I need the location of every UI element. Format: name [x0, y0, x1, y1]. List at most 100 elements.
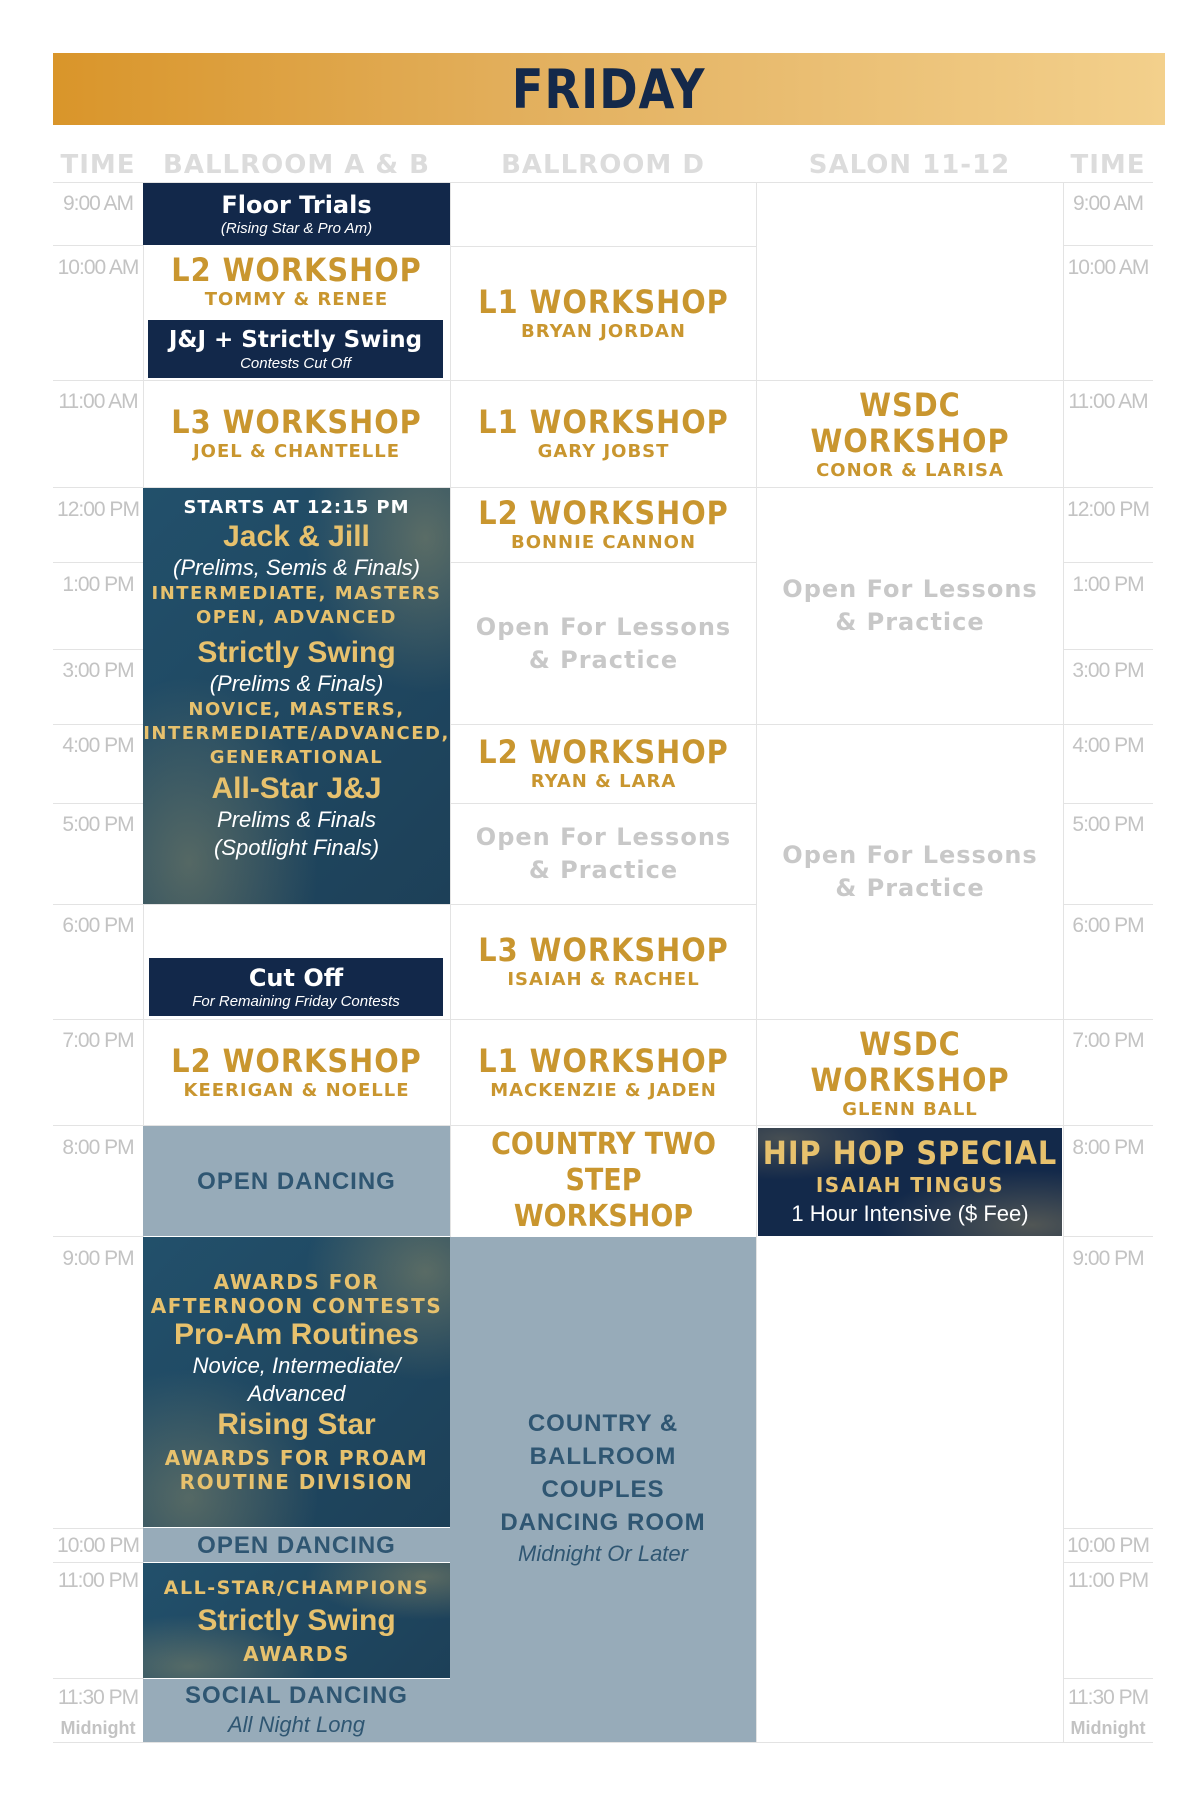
awards-proam-title: Pro-Am Routines — [173, 1318, 419, 1351]
grid-line — [53, 1678, 143, 1679]
time-label: 4:00 PM — [62, 734, 134, 757]
grid-line — [53, 724, 143, 725]
event-country-two-step[interactable]: COUNTRY TWO STEP WORKSHOP — [451, 1126, 756, 1236]
grid-line — [450, 246, 756, 247]
event-open-lessons-d2[interactable]: Open For Lessons & Practice — [451, 804, 756, 904]
event-title: L1 WORKSHOP — [478, 1041, 729, 1080]
event-l2-workshop-keerigan[interactable]: L2 WORKSHOP KEERIGAN & NOELLE — [143, 1020, 450, 1125]
grid-line — [53, 487, 1153, 488]
event-subtitle: Midnight Or Later — [518, 1541, 688, 1566]
time-label: 9:00 PM — [1072, 1247, 1144, 1270]
event-title: L3 WORKSHOP — [478, 931, 729, 969]
time-label: Midnight — [60, 1718, 136, 1738]
time-label: 6:00 PM — [62, 914, 134, 937]
event-wsdc-workshop-glenn[interactable]: WSDC WORKSHOP GLENN BALL — [757, 1020, 1063, 1125]
grid-line — [53, 380, 1153, 381]
grid-line — [53, 245, 143, 246]
event-open-lessons-d1[interactable]: Open For Lessons & Practice — [451, 563, 756, 724]
event-subtitle: For Remaining Friday Contests — [192, 992, 400, 1010]
event-title: BALLROOM — [529, 1443, 677, 1470]
event-open-lessons-s1[interactable]: Open For Lessons & Practice — [757, 488, 1063, 724]
event-subtitle: All Night Long — [228, 1711, 365, 1737]
grid-line — [53, 1125, 1153, 1126]
event-title: Floor Trials — [221, 190, 372, 219]
time-label: 10:00 AM — [57, 256, 140, 279]
time-label: 9:00 AM — [1072, 192, 1144, 215]
grid-line — [53, 1562, 143, 1563]
contest-jj-title: Jack & Jill — [223, 520, 370, 553]
event-title: L1 WORKSHOP — [478, 282, 729, 321]
grid-line — [1063, 803, 1153, 804]
event-l2-workshop-bonnie[interactable]: L2 WORKSHOP BONNIE CANNON — [451, 488, 756, 562]
time-label: 6:00 PM — [1072, 914, 1144, 937]
event-subtitle: (Rising Star & Pro Am) — [220, 219, 373, 237]
event-jj-cutoff[interactable]: J&J + Strictly Swing Contests Cut Off — [148, 320, 443, 378]
event-title: WSDC WORKSHOP — [810, 386, 1010, 460]
day-title: FRIDAY — [512, 57, 706, 121]
event-l2-workshop-tommy[interactable]: L2 WORKSHOP TOMMY & RENEE — [143, 246, 450, 318]
grid-line — [1063, 1236, 1153, 1237]
awards-rising-star-title: Rising Star — [217, 1408, 376, 1441]
time-label: 12:00 PM — [57, 498, 140, 521]
grid-line — [1063, 649, 1153, 650]
event-wsdc-workshop-conor[interactable]: WSDC WORKSHOP CONOR & LARISA — [757, 381, 1063, 487]
awards-rising-star-note: AWARDS FOR PROAM — [164, 1446, 429, 1470]
event-title: J&J + Strictly Swing — [168, 326, 423, 353]
time-label: 11:00 AM — [1068, 390, 1148, 413]
event-floor-trials[interactable]: Floor Trials (Rising Star & Pro Am) — [143, 183, 450, 245]
event-cutoff[interactable]: Cut Off For Remaining Friday Contests — [149, 958, 443, 1016]
event-hip-hop-special[interactable]: HIP HOP SPECIAL ISAIAH TINGUS 1 Hour Int… — [758, 1128, 1062, 1236]
event-l1-workshop-gary[interactable]: L1 WORKSHOP GARY JOBST — [451, 381, 756, 487]
event-title: SOCIAL DANCING — [185, 1681, 408, 1709]
event-instructor: GARY JOBST — [537, 441, 670, 462]
event-open-lessons-s2[interactable]: Open For Lessons & Practice — [757, 725, 1063, 1019]
open-lessons-text: Open For Lessons — [475, 612, 732, 641]
time-label: 1:00 PM — [62, 573, 134, 596]
event-subtitle: 1 Hour Intensive ($ Fee) — [791, 1201, 1029, 1226]
awards-heading: AFTERNOON CONTESTS — [150, 1294, 443, 1318]
event-title: WORKSHOP — [513, 1199, 694, 1234]
event-open-dancing[interactable]: OPEN DANCING — [143, 1126, 450, 1236]
contest-ss-divisions: NOVICE, MASTERS, — [188, 699, 405, 720]
event-instructor: JOEL & CHANTELLE — [192, 441, 401, 462]
time-label: 10:00 PM — [57, 1534, 140, 1557]
contest-jj-divisions: INTERMEDIATE, MASTERS — [151, 583, 442, 604]
grid-line — [53, 182, 1153, 183]
grid-line — [450, 182, 451, 1742]
grid-line — [53, 1528, 143, 1529]
event-l1-workshop-mackenzie[interactable]: L1 WORKSHOP MACKENZIE & JADEN — [451, 1020, 756, 1125]
grid-line — [53, 1742, 1153, 1743]
event-l1-workshop-bryan[interactable]: L1 WORKSHOP BRYAN JORDAN — [451, 247, 756, 380]
grid-line — [1063, 562, 1153, 563]
header-time-left: TIME — [60, 150, 136, 180]
event-contests-block[interactable]: STARTS AT 12:15 PM Jack & Jill (Prelims,… — [143, 488, 450, 904]
event-instructor: BRYAN JORDAN — [521, 320, 686, 342]
event-awards-block[interactable]: AWARDS FOR AFTERNOON CONTESTS Pro-Am Rou… — [143, 1237, 450, 1527]
event-social-dancing[interactable]: SOCIAL DANCING All Night Long — [143, 1679, 450, 1742]
grid-line — [1063, 1562, 1153, 1563]
event-allstar-awards[interactable]: ALL-STAR/CHAMPIONS Strictly Swing AWARDS — [143, 1563, 450, 1678]
grid-line — [53, 904, 450, 905]
time-label: 5:00 PM — [1072, 813, 1144, 836]
event-couples-dancing-room[interactable]: COUNTRY & BALLROOM COUPLES DANCING ROOM … — [450, 1237, 756, 1742]
event-l3-workshop-joel[interactable]: L3 WORKSHOP JOEL & CHANTELLE — [143, 381, 450, 487]
event-instructor: KEERIGAN & NOELLE — [183, 1079, 410, 1101]
header-ballroom-ab: BALLROOM A & B — [163, 150, 430, 180]
event-instructor: GLENN BALL — [842, 1099, 978, 1120]
contest-ss-rounds: (Prelims & Finals) — [209, 671, 384, 696]
event-title: Cut Off — [248, 963, 344, 992]
time-label: 11:30 PM — [57, 1686, 139, 1709]
event-open-dancing-late[interactable]: OPEN DANCING — [143, 1528, 450, 1562]
header-time-right: TIME — [1070, 150, 1146, 180]
event-title: OPEN DANCING — [197, 1531, 396, 1559]
contest-allstar-rounds: Prelims & Finals — [217, 807, 376, 832]
contest-allstar-title: All-Star J&J — [211, 772, 382, 805]
event-title: COUNTRY TWO STEP — [491, 1127, 716, 1198]
event-l2-workshop-ryan[interactable]: L2 WORKSHOP RYAN & LARA — [451, 725, 756, 803]
contest-allstar-rounds: (Spotlight Finals) — [213, 835, 380, 860]
event-l3-workshop-isaiah[interactable]: L3 WORKSHOP ISAIAH & RACHEL — [451, 905, 756, 1019]
open-lessons-text: & Practice — [835, 874, 985, 902]
time-label: 7:00 PM — [1072, 1029, 1144, 1052]
event-title: L1 WORKSHOP — [478, 403, 729, 441]
event-title: L2 WORKSHOP — [171, 1041, 422, 1080]
